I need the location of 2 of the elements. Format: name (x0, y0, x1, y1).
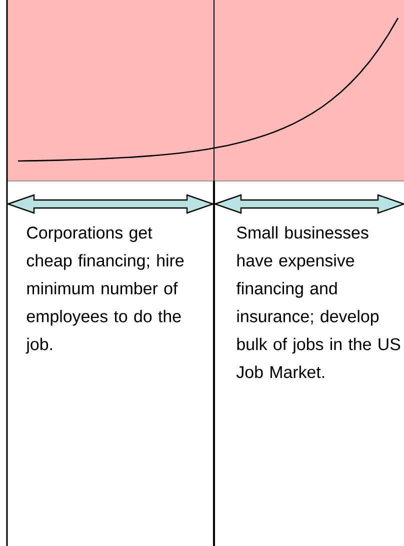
column-text: Small businesses have expensive financing and insurance; develop bulk of jobs in the US Job Market. (236, 226, 400, 378)
column-text: Corporations get cheap financing; hire minimum number of employees to do the job. (26, 226, 184, 354)
